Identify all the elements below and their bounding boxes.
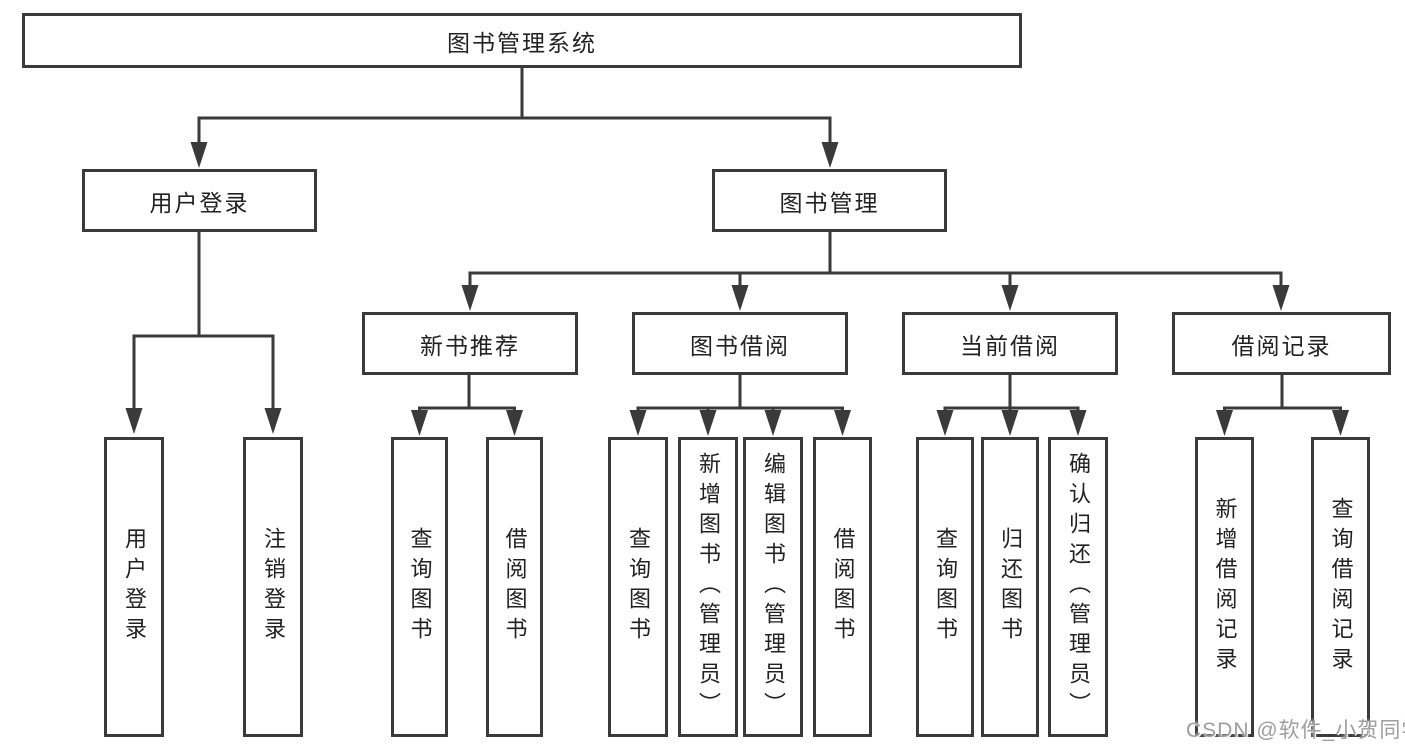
leaf-user-login: 用户登录 [104, 437, 164, 737]
connector-new-books-to-leaves [418, 373, 516, 414]
leaf-query-books-1: 查询图书 [391, 437, 448, 737]
connector-user-login-to-leaves [132, 230, 275, 412]
watermark: CSDN @软件_小贺同学 [1186, 719, 1405, 742]
node-book-mgmt: 图书管理 [712, 169, 947, 232]
node-user-login: 用户登录 [82, 169, 317, 232]
leaf-logout: 注销登录 [243, 437, 303, 737]
leaf-query-books-3-label: 查询图书 [933, 527, 958, 647]
connector-borrow-records-to-leaves [1223, 373, 1342, 414]
leaf-query-books-2: 查询图书 [608, 437, 668, 737]
leaf-query-books-1-label: 查询图书 [407, 527, 433, 647]
leaf-add-books-admin: 新增图书（管理员） [678, 437, 738, 737]
connector-book-borrow-to-leaves [636, 373, 844, 414]
connector-root-to-level2 [197, 66, 832, 145]
node-user-login-label: 用户登录 [149, 189, 250, 216]
node-new-books-label: 新书推荐 [420, 332, 520, 359]
arrowhead-icons [125, 142, 1349, 436]
node-borrow-records: 借阅记录 [1172, 312, 1391, 375]
leaf-confirm-return-admin-label: 确认归还（管理员） [1066, 452, 1091, 722]
leaf-add-borrow-record: 新增借阅记录 [1195, 437, 1254, 737]
node-book-mgmt-label: 图书管理 [779, 189, 880, 216]
leaf-logout-label: 注销登录 [261, 527, 286, 647]
connector-book-mgmt-to-level3 [468, 230, 1283, 288]
leaf-edit-books-admin-label: 编辑图书（管理员） [761, 452, 786, 722]
node-book-borrow: 图书借阅 [632, 312, 848, 375]
node-current-borrow: 当前借阅 [902, 312, 1118, 375]
node-current-borrow-label: 当前借阅 [960, 332, 1060, 359]
leaf-borrow-books-1-label: 借阅图书 [502, 527, 528, 647]
node-borrow-records-label: 借阅记录 [1231, 332, 1332, 359]
leaf-user-login-label: 用户登录 [122, 527, 147, 647]
leaf-add-borrow-record-label: 新增借阅记录 [1212, 497, 1238, 677]
node-root-label: 图书管理系统 [447, 29, 597, 56]
leaf-query-borrow-record: 查询借阅记录 [1311, 437, 1370, 737]
leaf-query-borrow-record-label: 查询借阅记录 [1328, 497, 1354, 677]
leaf-add-books-admin-label: 新增图书（管理员） [696, 452, 721, 722]
leaf-edit-books-admin: 编辑图书（管理员） [743, 437, 803, 737]
leaf-return-books-label: 归还图书 [998, 527, 1023, 647]
leaf-borrow-books-2-label: 借阅图书 [830, 527, 856, 647]
leaf-confirm-return-admin: 确认归还（管理员） [1048, 437, 1108, 737]
node-new-books: 新书推荐 [362, 312, 578, 375]
leaf-query-books-2-label: 查询图书 [626, 527, 651, 647]
leaf-return-books: 归还图书 [981, 437, 1039, 737]
node-root: 图书管理系统 [22, 13, 1022, 68]
connector-current-borrow-to-leaves [943, 373, 1080, 414]
leaf-query-books-3: 查询图书 [916, 437, 974, 737]
node-book-borrow-label: 图书借阅 [690, 332, 790, 359]
leaf-borrow-books-2: 借阅图书 [813, 437, 872, 737]
leaf-borrow-books-1: 借阅图书 [486, 437, 543, 737]
